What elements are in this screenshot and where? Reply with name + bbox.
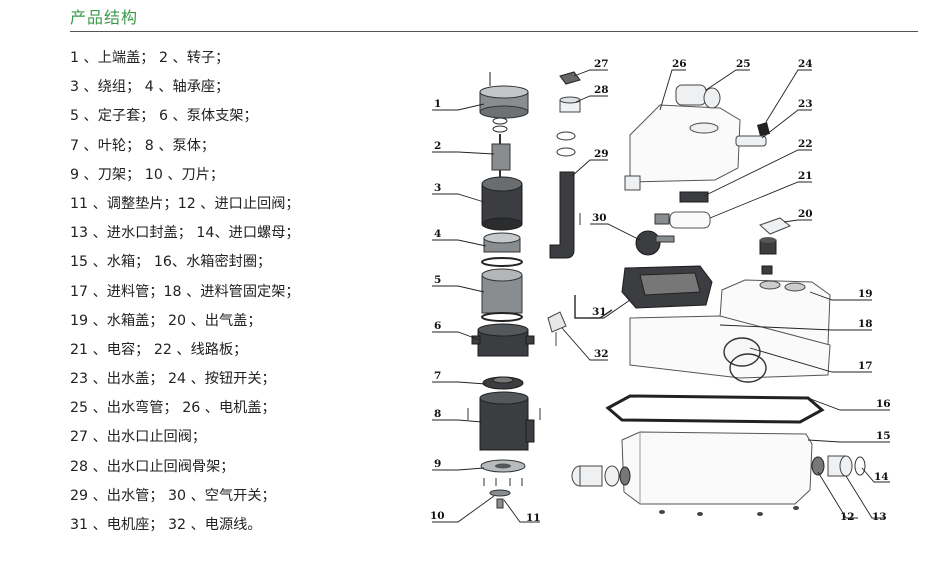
callout-17: 17 [858, 360, 873, 372]
parts-list-item: 17 、进料管；18 、进料管固定架； [70, 283, 300, 300]
callout-19: 19 [858, 288, 873, 300]
part-stator-sleeve [481, 268, 523, 322]
parts-list-item: 5 、定子套； 6 、泵体支架； [70, 108, 258, 125]
callout-11: 11 [526, 512, 541, 524]
callout-24: 24 [798, 58, 813, 70]
callout-10: 10 [430, 510, 445, 522]
part-pump-body [467, 391, 541, 451]
callout-14: 14 [874, 471, 889, 483]
callout-27: 27 [594, 58, 609, 70]
parts-list-item: 25 、出水弯管； 26 、电机盖； [70, 400, 276, 417]
outlet-assembly [547, 71, 713, 346]
parts-list-item: 28 、出水口止回阀骨架； [70, 458, 235, 475]
callout-26: 26 [672, 58, 687, 70]
callout-labels: 1 2 3 4 5 6 7 8 9 10 11 12 13 14 15 16 1… [430, 58, 891, 524]
callout-31: 31 [592, 306, 607, 318]
parts-list-item: 15 、水箱； 16、水箱密封圈； [70, 254, 272, 271]
callout-8: 8 [434, 408, 441, 420]
parts-list-item: 3 、绕组； 4 、轴承座； [70, 79, 230, 96]
callout-7: 7 [434, 370, 441, 382]
callout-15: 15 [876, 430, 891, 442]
callout-16: 16 [876, 398, 891, 410]
callout-6: 6 [434, 320, 441, 332]
parts-list-item: 27 、出水口止回阀； [70, 429, 207, 446]
section-title: 产品结构 [70, 8, 139, 27]
parts-list-item: 29 、出水管； 30 、空气开关； [70, 487, 276, 504]
callout-13: 13 [872, 511, 887, 523]
callout-4: 4 [434, 228, 441, 240]
callout-29: 29 [594, 148, 609, 160]
parts-list-item: 9 、刀架； 10 、刀片； [70, 166, 225, 183]
parts-list-item: 23 、出水盖； 24 、按钮开关； [70, 371, 276, 388]
parts-list-item: 31 、电机座； 32 、电源线。 [70, 517, 262, 533]
parts-list-item: 13 、进水口封盖； 14、进口螺母； [70, 225, 300, 242]
callout-30: 30 [592, 212, 607, 224]
part-blade-holder [480, 459, 526, 473]
tank-assembly [571, 84, 866, 516]
callout-2: 2 [434, 140, 441, 152]
part-pump-bracket [471, 323, 535, 357]
callout-21: 21 [798, 170, 813, 182]
callout-12: 12 [840, 511, 855, 523]
callout-22: 22 [798, 138, 813, 150]
part-rotor [491, 134, 511, 178]
callout-1: 1 [434, 98, 441, 110]
callout-23: 23 [798, 98, 813, 110]
part-upper-cover [479, 85, 529, 119]
callout-9: 9 [434, 458, 441, 470]
leader-lines [432, 69, 890, 523]
callout-28: 28 [594, 84, 609, 96]
callout-3: 3 [434, 182, 441, 194]
callout-25: 25 [736, 58, 751, 70]
parts-list-item: 1 、上端盖； 2 、转子； [70, 50, 230, 66]
parts-list-item: 11 、调整垫片；12 、进口止回阀； [70, 195, 300, 212]
callout-32: 32 [594, 348, 609, 360]
parts-list-item: 19 、水箱盖； 20 、出气盖； [70, 312, 262, 329]
parts-list: 1 、上端盖； 2 、转子； 3 、绕组； 4 、轴承座； 5 、定子套； 6 … [70, 44, 400, 540]
part-bearing-seat [481, 232, 523, 267]
title-divider [70, 31, 918, 32]
parts-list-item: 21 、电容； 22 、线路板； [70, 341, 248, 358]
part-winding [481, 176, 523, 231]
callout-18: 18 [858, 318, 873, 330]
motor-stack [467, 72, 541, 509]
part-impeller [482, 376, 524, 390]
callout-20: 20 [798, 208, 813, 220]
parts-list-item: 7 、叶轮； 8 、泵体； [70, 137, 216, 154]
callout-5: 5 [434, 274, 441, 286]
